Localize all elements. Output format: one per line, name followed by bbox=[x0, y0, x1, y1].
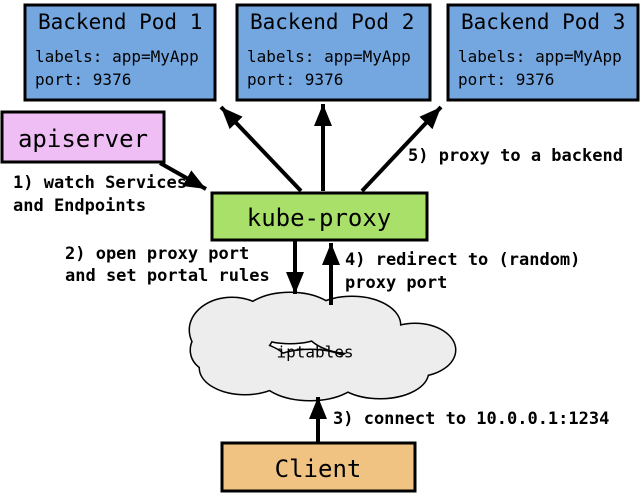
step3-label: 3) connect to 10.0.0.1:1234 bbox=[333, 409, 609, 429]
kube-proxy-box bbox=[210, 191, 429, 242]
backend-pod-2-title: Backend Pod 2 bbox=[250, 10, 414, 34]
node-apiserver: apiserver bbox=[0, 110, 166, 164]
step2-label-line2: and set portal rules bbox=[65, 266, 270, 286]
step2-label-line1: 2) open proxy port bbox=[65, 244, 249, 264]
node-kube-proxy: kube-proxy bbox=[210, 191, 429, 242]
step1-label-line1: 1) watch Services bbox=[13, 173, 187, 193]
backend-pod-3-labels: labels: app=MyApp bbox=[458, 47, 622, 66]
backend-pod-2-labels: labels: app=MyApp bbox=[247, 47, 411, 66]
cloud-fill-patch bbox=[304, 297, 400, 353]
step4-label-line1: 4) redirect to (random) bbox=[345, 250, 580, 270]
backend-pod-1-labels: labels: app=MyApp bbox=[35, 47, 199, 66]
client-label: Client bbox=[275, 455, 362, 483]
node-backend-pod-3: Backend Pod 3 labels: app=MyApp port: 93… bbox=[446, 3, 640, 102]
node-backend-pod-2: Backend Pod 2 labels: app=MyApp port: 93… bbox=[235, 3, 432, 102]
step-annotations: 1) watch Services and Endpoints 2) open … bbox=[13, 146, 623, 429]
client-box bbox=[220, 441, 417, 493]
cloud-fill-patch bbox=[332, 346, 428, 398]
step5-label: 5) proxy to a backend bbox=[408, 146, 623, 166]
backend-pod-1-port: port: 9376 bbox=[35, 70, 131, 89]
backend-pod-2-box bbox=[235, 3, 432, 102]
apiserver-box bbox=[0, 110, 166, 164]
cloud-fill-patch bbox=[191, 328, 239, 372]
apiserver-label: apiserver bbox=[18, 125, 148, 153]
iptables-label: iptables bbox=[276, 343, 353, 362]
backend-pod-3-title: Backend Pod 3 bbox=[461, 10, 625, 34]
arrow-kube-proxy-to-pod-1 bbox=[219, 105, 303, 193]
backend-pod-3-port: port: 9376 bbox=[458, 70, 554, 89]
node-backend-pod-1: Backend Pod 1 labels: app=MyApp port: 93… bbox=[23, 3, 217, 102]
step4-label-line2: proxy port bbox=[345, 273, 447, 293]
arrow-kube-proxy-to-pod-3 bbox=[360, 105, 443, 193]
step1-label-line2: and Endpoints bbox=[13, 196, 146, 216]
kube-proxy-label: kube-proxy bbox=[247, 204, 392, 232]
backend-pod-1-title: Backend Pod 1 bbox=[38, 10, 202, 34]
node-client: Client bbox=[220, 441, 417, 493]
backend-pod-2-port: port: 9376 bbox=[247, 70, 343, 89]
arrows bbox=[159, 104, 443, 444]
backend-pod-1-box bbox=[23, 3, 217, 102]
arrow-apiserver-to-kube-proxy bbox=[159, 161, 207, 191]
node-iptables-cloud-fill bbox=[190, 293, 455, 400]
backend-pod-3-box bbox=[446, 3, 640, 102]
